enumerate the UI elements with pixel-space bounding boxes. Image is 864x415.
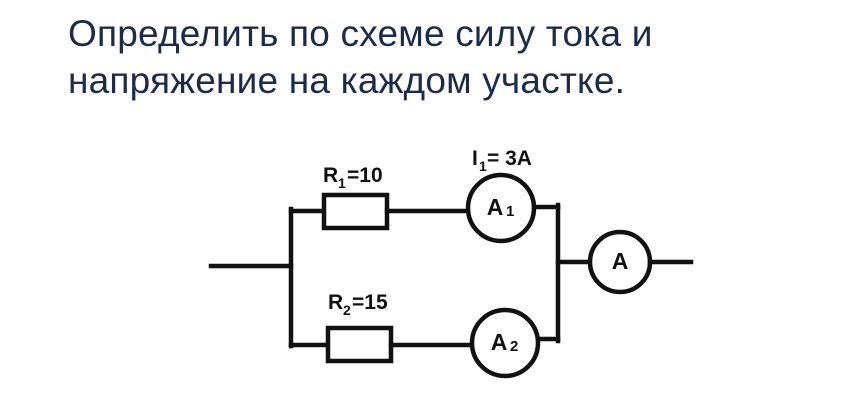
ammeter-a1-label-main: A xyxy=(487,194,504,220)
resistor-r2-label-main: R xyxy=(328,291,343,314)
ammeter-a2-label-main: A xyxy=(491,329,508,355)
current-i1-label-value: = 3A xyxy=(487,147,532,170)
page-title-line-1: Определить по схеме силу тока и xyxy=(68,13,653,54)
resistor-r2-symbol xyxy=(325,325,394,364)
resistor-r1-symbol xyxy=(321,192,390,231)
resistor-r2-label-value: =15 xyxy=(352,291,388,314)
resistor-r1-label-main: R xyxy=(323,164,338,187)
resistor-r1-label-sub: 1 xyxy=(338,175,346,191)
resistor-r1-label-value: =10 xyxy=(347,164,383,187)
ammeter-a2-label-sub: 2 xyxy=(510,338,518,355)
ammeter-a1-label-sub: 1 xyxy=(506,203,514,220)
page-title: Определить по схеме силу тока и напряжен… xyxy=(68,10,808,104)
ammeter-main-label: A xyxy=(612,248,629,274)
current-i1-label-main: I xyxy=(472,147,478,170)
resistor-r2-label-sub: 2 xyxy=(343,302,351,318)
ammeter-a2-symbol xyxy=(469,307,541,379)
page-title-line-2: напряжение на каждом участке. xyxy=(68,60,626,101)
current-i1-label-sub: 1 xyxy=(479,158,487,174)
